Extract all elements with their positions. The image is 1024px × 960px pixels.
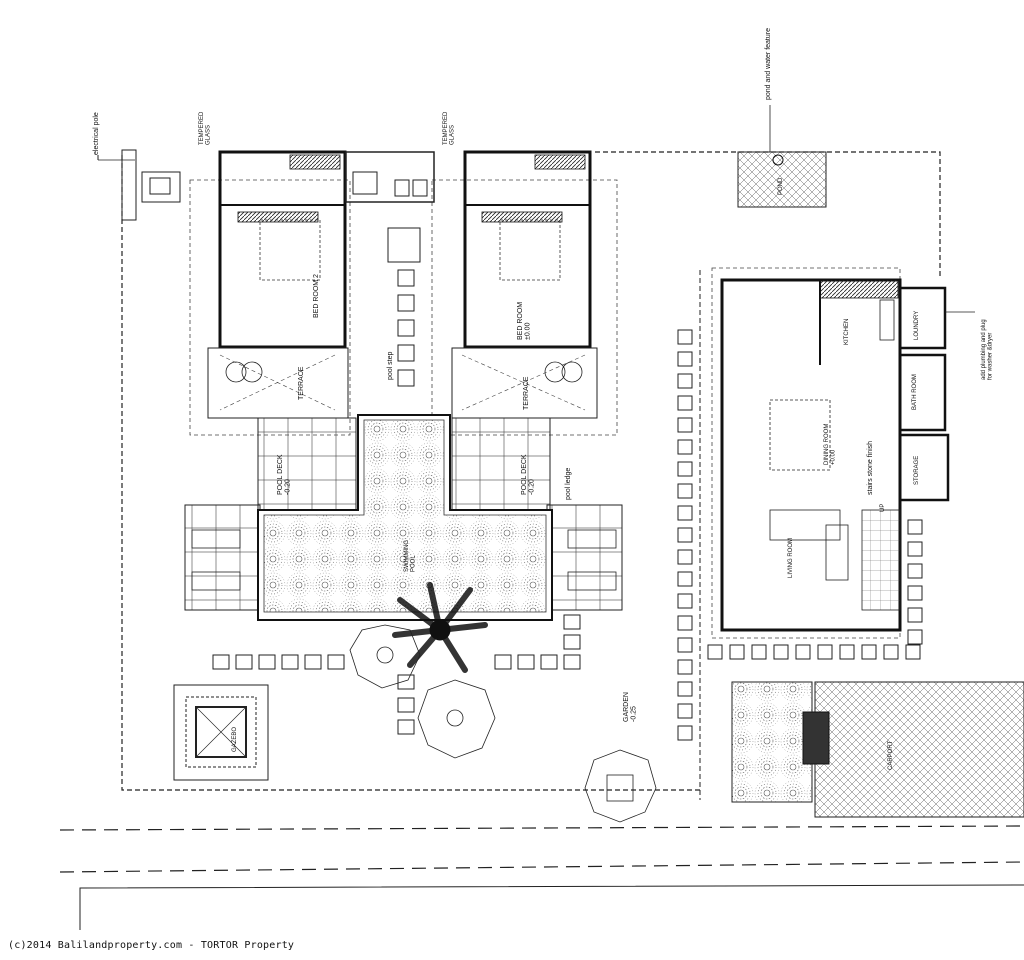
label-terrace-left: TERRACE [298,366,305,400]
label-garden-line2: -0.25 [631,706,638,722]
house-stepping-stones [677,329,923,741]
bedroom-2-block [189,150,351,436]
label-dining-room-line2: +0.00 [831,449,837,465]
label-pool-deck-right-line1: POOL DECK [521,454,528,495]
garden-path [212,614,581,735]
pond [737,105,827,208]
label-tempered-glass-2-line1: TEMPERED [443,111,449,145]
label-pool-step: pool step [387,351,394,380]
label-tempered-glass-1-line1: TEMPERED [199,111,205,145]
label-pond: POND [778,177,784,195]
electrical-pole [97,155,181,203]
site-boundary [121,149,941,800]
label-tempered-glass-1: TEMPEREDGLASS [199,111,212,145]
label-storage: STORAGE [914,456,920,485]
label-pool-ledge: pool ledge [565,468,572,500]
label-kitchen: KITCHEN [844,319,850,345]
palm-tree [392,582,488,673]
main-house [711,267,950,639]
label-laundry: LOUNDRY [914,311,920,340]
label-bath-room: BATH ROOM [912,374,918,410]
gazebo [173,684,269,781]
label-garden: GARDEN-0.25 [623,692,638,722]
label-pond-feature: pond and water feature [765,28,772,100]
label-swimming-pool-line1: SWIMMING [404,540,410,572]
label-pool-deck-left: POOL DECK-0.20 [277,454,292,495]
stepping-stones [345,151,435,387]
label-terrace-right: TERRACE [523,376,530,410]
pool-decks [184,417,623,611]
label-bed-room-1: BED ROOM±0.00 [517,302,532,340]
swimming-pool [257,414,553,621]
label-bed-room-1-line1: BED ROOM [517,302,524,340]
label-garden-line1: GARDEN [623,692,630,722]
label-plumbing-note-line2: for washer &dryer [988,333,994,380]
label-pool-deck-right: POOL DECK-0.20 [521,454,536,495]
label-stairs-finish: stairs stone finish [867,441,874,495]
label-pool-deck-left-line2: -0.20 [285,479,292,495]
label-carport: CARPORT [888,740,894,770]
label-bed-room-2: BED ROOM 2 [313,274,320,318]
label-pool-deck-right-line2: -0.20 [529,479,536,495]
label-electrical-pole: electrical pole [93,112,100,155]
label-swimming-pool-line2: POOL [411,555,417,572]
label-gazebo: GAZEBO [232,727,238,752]
label-tempered-glass-2: TEMPEREDGLASS [443,111,456,145]
label-living-room: LIVING ROOM [788,538,794,578]
label-swimming-pool: SWIMMINGPOOL [404,540,417,572]
label-plumbing-note-line1: add plumbing and plug [981,319,987,380]
label-bed-room-1-line2: ±0.00 [525,322,532,340]
copyright-footer: (c)2014 Balilandproperty.com - TORTOR Pr… [8,940,295,951]
label-tempered-glass-1-line2: GLASS [206,125,212,145]
label-dining-room: DINING ROOM+0.00 [824,424,837,465]
carport [731,681,1024,818]
label-plumbing-note: add plumbing and plugfor washer &dryer [981,319,994,380]
label-pool-deck-left-line1: POOL DECK [277,454,284,495]
road [59,825,1024,930]
label-up: UP [880,504,886,512]
label-dining-room-line1: DINING ROOM [824,424,830,465]
trees [349,624,657,823]
label-tempered-glass-2-line2: GLASS [450,125,456,145]
